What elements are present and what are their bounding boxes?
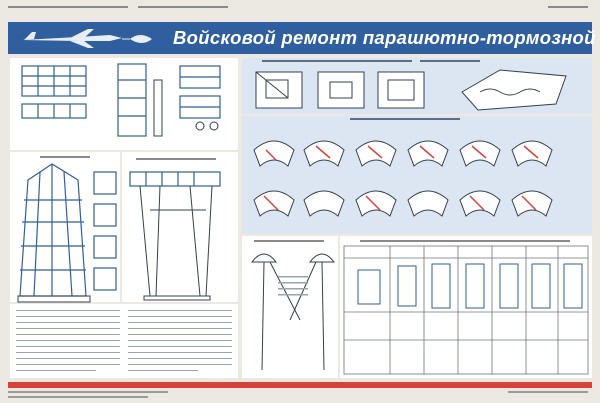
repair-table-header xyxy=(360,240,570,242)
stitch-steps-row-2 xyxy=(253,190,553,217)
footer-red-band xyxy=(8,382,592,388)
canopy-replacement-label xyxy=(40,156,90,158)
stitch-repair-panel xyxy=(242,116,592,234)
stitch-steps-row-1 xyxy=(253,140,553,167)
canopy-patch-drawing xyxy=(179,65,221,131)
repair-table-patches xyxy=(357,263,583,309)
suspension-lines-panel xyxy=(122,152,238,302)
parachute-canopy-drawing xyxy=(17,163,91,303)
canopy-panel-drawing xyxy=(117,63,163,137)
title-band: Войсковой ремонт парашютно-тормозной сис… xyxy=(8,22,600,54)
cover-repair-header-lines xyxy=(262,60,480,62)
patch-diagram-3 xyxy=(377,71,425,109)
jet-aircraft-icon xyxy=(22,29,152,48)
canopy-segment-drawing xyxy=(21,65,87,119)
stitch-repair-header xyxy=(350,118,460,120)
patch-diagram-2 xyxy=(317,71,365,109)
detail-callouts xyxy=(93,171,117,291)
line-rig-drawing xyxy=(129,171,221,301)
repair-table-grid xyxy=(343,245,589,375)
poster-title: Войсковой ремонт парашютно-тормозной сис… xyxy=(173,27,600,48)
line-sewing-header xyxy=(254,240,324,242)
cover-bag-drawing xyxy=(461,69,567,111)
patch-diagram-1 xyxy=(255,71,303,109)
canopy-top-drawing xyxy=(250,253,336,371)
line-sewing-text xyxy=(278,276,308,296)
suspension-lines-label xyxy=(136,158,216,160)
